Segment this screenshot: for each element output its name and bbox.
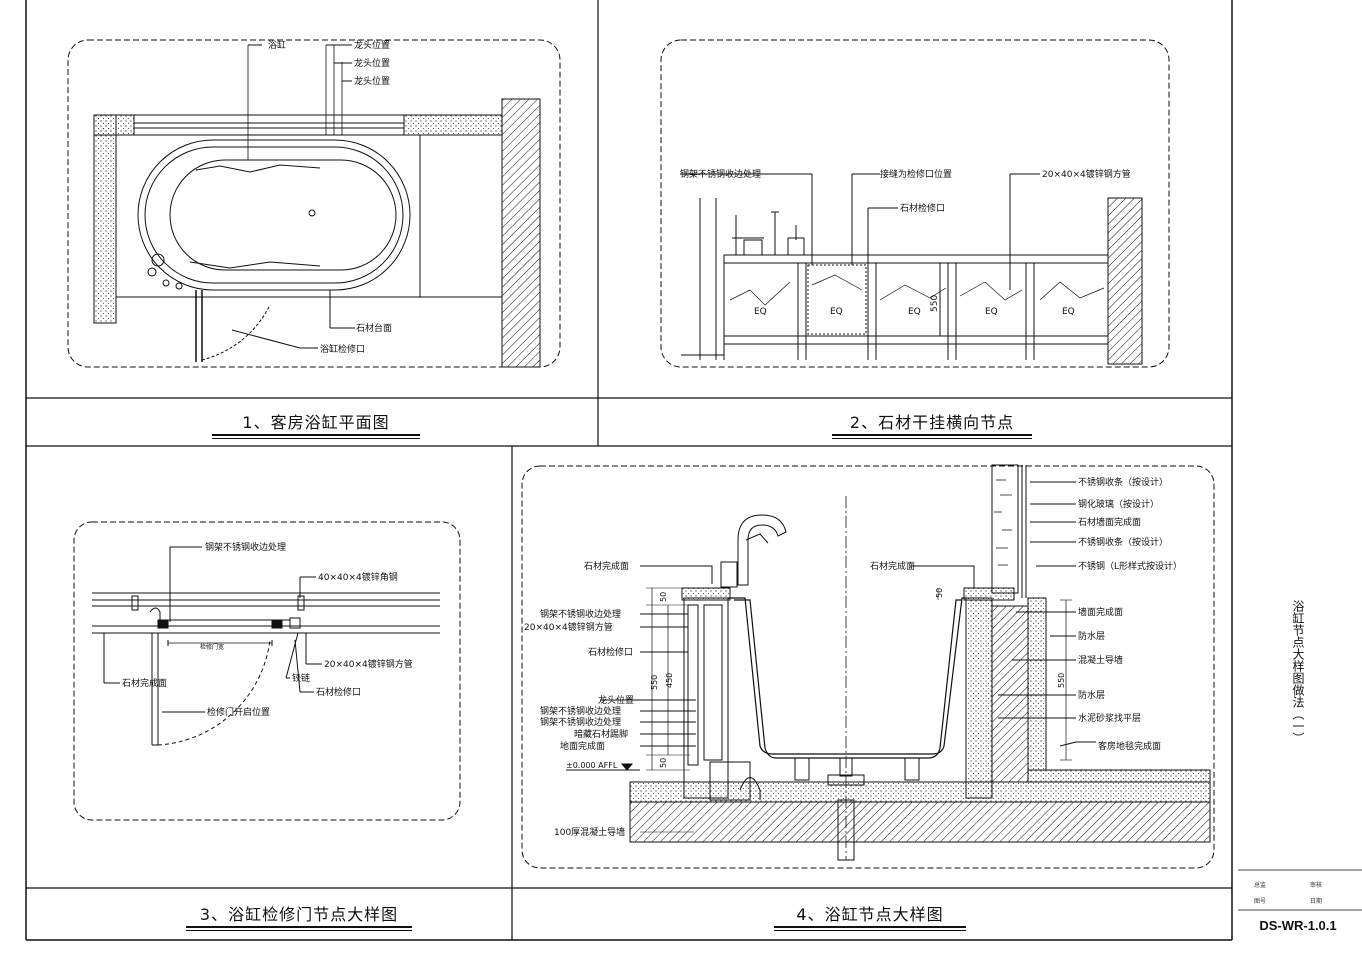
sheet-frame [25, 0, 1362, 941]
label-mortar: 水泥砂浆找平层 [1078, 712, 1141, 724]
panel2-title: 2、石材干挂横向节点 [832, 414, 1032, 439]
label-eq-5: EQ [1062, 307, 1075, 317]
panel3-detail [92, 546, 440, 746]
label-floor-finish-2: 客房地毯完成面 [1098, 740, 1161, 752]
label-concrete-wall: 混凝土导墙 [1078, 654, 1123, 666]
label-stone-cover: 石材台面 [356, 322, 392, 334]
dim-50-a: 50 [659, 592, 668, 602]
label-waterproof-2: 防水层 [1078, 689, 1105, 701]
label-stone-finish-2: 石材完成面 [870, 560, 915, 572]
label-stone-finish-1: 石材完成面 [584, 560, 629, 572]
label-angle-steel: 40×40×4镀锌角钢 [318, 571, 398, 583]
label-steel-edge-2: 钢架不锈钢收边处理 [540, 705, 621, 717]
panel2-elevation [680, 173, 1143, 365]
label-steel-strip: 不锈钢（L形样式按设计） [1078, 560, 1182, 572]
tb-review-label: 审核 [1310, 882, 1323, 889]
panel2-labels: 钢架不锈钢收边处理 接缝为检修口位置 20×40×4镀锌钢方管 石材检修口 EQ… [680, 168, 1131, 317]
dim-50-c: 50 [935, 588, 944, 598]
tb-date-label: 日期 [1310, 898, 1323, 905]
label-stone-door: 石材检修口 [900, 202, 945, 214]
panel4-labels: 石材完成面 石材完成面 钢架不锈钢收边处理 20×40×4镀锌钢方管 石材检修口… [524, 476, 1182, 838]
label-level: ±0.000 AFFL [566, 761, 618, 770]
side-title: 浴缸节点大样图做法（一） [1291, 600, 1305, 744]
dim-550: 550 [650, 675, 659, 690]
label-door-width: 检修门宽 [200, 643, 224, 651]
label-slab: 100厚混凝土导墙 [554, 826, 625, 838]
label-faucet-pos-1: 龙头位置 [354, 39, 390, 51]
label-faucet-pos-2: 龙头位置 [354, 57, 390, 69]
dim-550-right: 550 [1057, 673, 1066, 688]
label-door-open: 检修门开启位置 [207, 706, 270, 718]
label-steel-pipe: 20×40×4镀锌钢方管 [324, 658, 413, 670]
label-steel-edge: 钢架不锈钢收边处理 [205, 541, 286, 553]
label-waterproof: 防水层 [1078, 630, 1105, 642]
panel1-plan [93, 44, 541, 368]
drawing-code: DS-WR-1.0.1 [1259, 918, 1337, 933]
panel3-labels: 钢架不锈钢收边处理 40×40×4镀锌角钢 检修门宽 20×40×4镀锌钢方管 … [122, 541, 413, 718]
dim-550: 550 [930, 295, 940, 312]
label-bathtub: 浴缸 [268, 39, 286, 51]
dim-50-b: 50 [659, 758, 668, 768]
label-steel-edge: 钢架不锈钢收边处理 [540, 608, 621, 620]
label-stone-wall: 石材墙面完成面 [1078, 516, 1141, 528]
label-floor-finish: 地面完成面 [560, 740, 605, 752]
label-stone-door: 石材检修口 [588, 646, 633, 658]
label-eq-3: EQ [908, 307, 921, 317]
panel4-section [566, 464, 1211, 861]
label-eq-2: EQ [830, 307, 843, 317]
dim-450: 450 [665, 673, 674, 688]
label-eq-1: EQ [754, 307, 767, 317]
panel-boundaries [67, 39, 1215, 869]
label-steel-edge: 钢架不锈钢收边处理 [680, 168, 761, 180]
label-steel-trim-2: 不锈钢收条（按设计） [1078, 536, 1168, 548]
label-tempered-glass: 钢化玻璃（按设计） [1078, 498, 1159, 510]
panel1-title: 1、客房浴缸平面图 [212, 414, 420, 439]
label-seam-line: 接缝为检修口位置 [880, 168, 952, 180]
label-steel-trim: 不锈钢收条（按设计） [1078, 476, 1168, 488]
label-stone-door: 石材检修口 [316, 686, 361, 698]
label-stone-finish: 石材完成面 [122, 677, 167, 689]
tb-no-label: 图号 [1254, 898, 1267, 905]
label-faucet-pos: 龙头位置 [598, 694, 634, 706]
label-steel-pipe: 20×40×4镀锌钢方管 [1042, 168, 1131, 180]
tb-design-label: 总监 [1254, 882, 1267, 889]
panel3-title: 3、浴缸检修门节点大样图 [186, 906, 412, 931]
label-cement-finish: 墙面完成面 [1078, 606, 1123, 618]
label-hinge: 铰链 [292, 672, 310, 684]
label-steel-edge-3: 钢架不锈钢收边处理 [540, 716, 621, 728]
panel4-title: 4、浴缸节点大样图 [774, 906, 966, 931]
label-faucet-pos-3: 龙头位置 [354, 75, 390, 87]
panel1-labels: 浴缸 龙头位置 龙头位置 龙头位置 石材台面 浴缸检修口 [268, 39, 392, 355]
label-access-door: 浴缸检修口 [320, 343, 365, 355]
label-eq-4: EQ [985, 307, 998, 317]
label-stone-base: 暗藏石材踢脚 [574, 728, 628, 740]
label-steel-pipe: 20×40×4镀锌钢方管 [524, 621, 613, 633]
